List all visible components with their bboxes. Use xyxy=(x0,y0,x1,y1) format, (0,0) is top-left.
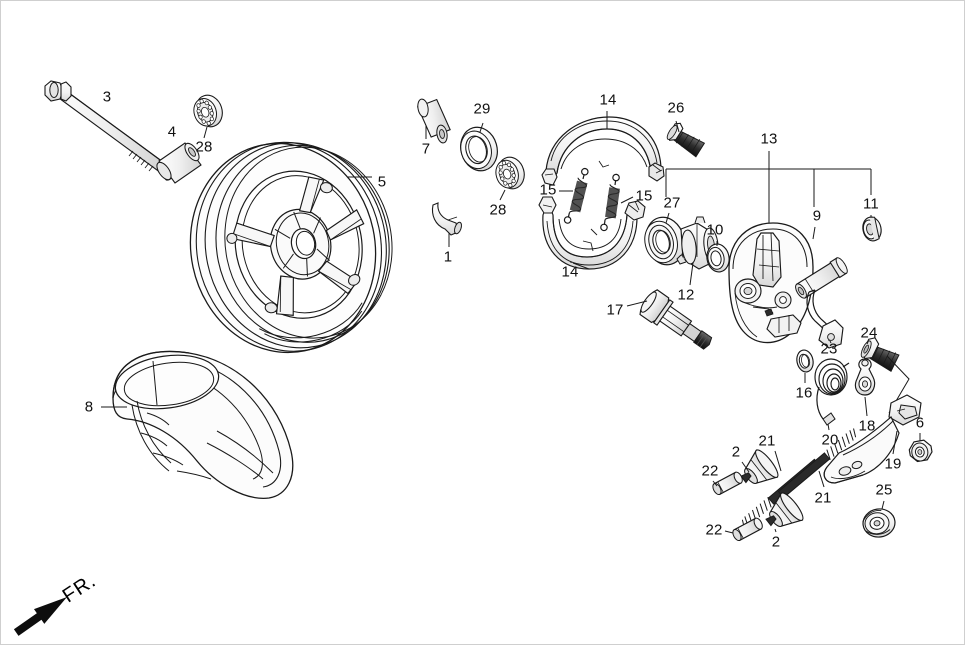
callout-label-27: 27 xyxy=(663,194,681,212)
callout-label-3: 3 xyxy=(102,88,112,106)
part-6-brake-arm-nut xyxy=(908,439,933,463)
part-28-wheel-bearing-right xyxy=(491,153,529,194)
leader-14-lower xyxy=(572,262,590,270)
callout-label-15b: 15 xyxy=(635,187,653,205)
part-17-speedometer-drive-shaft xyxy=(639,289,713,350)
leader-19 xyxy=(892,430,898,455)
callout-label-1: 1 xyxy=(443,248,453,266)
callout-label-18: 18 xyxy=(858,417,876,435)
leader-28-right xyxy=(499,189,506,201)
callout-label-10: 10 xyxy=(706,221,724,239)
part-24-brake-arm-pinch-bolt xyxy=(860,337,900,372)
part-18-wear-indicator-plate xyxy=(854,358,876,396)
part-15-brake-shoe-spring-left xyxy=(563,166,592,227)
callout-label-24: 24 xyxy=(860,324,878,342)
callout-label-4: 4 xyxy=(167,123,177,141)
callout-label-17: 17 xyxy=(606,301,624,319)
leader-22-b xyxy=(724,530,734,534)
leader-21-a xyxy=(774,450,782,472)
part-14-brake-shoe-upper xyxy=(541,116,665,186)
part-14-brake-shoe-lower xyxy=(538,196,646,270)
callout-label-16: 16 xyxy=(795,384,813,402)
leader-29 xyxy=(479,122,484,133)
brake-panel-group-bracket xyxy=(665,151,872,246)
leader-27 xyxy=(665,212,670,224)
part-19-brake-arm xyxy=(823,394,922,484)
leader-21-b xyxy=(818,470,825,488)
callout-label-21a: 21 xyxy=(758,432,776,450)
part-1-tire-valve-stem xyxy=(431,202,462,236)
callout-label-25: 25 xyxy=(875,481,893,499)
callout-label-26: 26 xyxy=(667,99,685,117)
callout-label-14a: 14 xyxy=(599,91,617,109)
leader-9 xyxy=(812,226,816,240)
leader-18 xyxy=(864,396,868,417)
leader-17 xyxy=(626,300,648,307)
callout-label-28a: 28 xyxy=(195,138,213,156)
callout-label-7: 7 xyxy=(421,140,431,158)
part-22-brake-rod-pin-a xyxy=(712,471,743,496)
part-29-hub-oil-seal xyxy=(460,126,498,172)
part-9-brake-cam-shaft xyxy=(795,257,848,299)
callout-label-15a: 15 xyxy=(539,181,557,199)
part-2-brake-adjuster-nut-b xyxy=(765,492,804,528)
part-25-fender-grommet xyxy=(862,508,896,538)
callout-label-8: 8 xyxy=(84,398,94,416)
part-8-rear-fender xyxy=(112,350,294,499)
part-5-rear-wheel-rim xyxy=(189,141,393,354)
part-22-brake-rod-pin-b xyxy=(732,517,763,542)
callout-label-5: 5 xyxy=(377,173,387,191)
leader-22-a xyxy=(712,480,718,487)
direction-arrow-icon xyxy=(13,597,67,636)
callout-label-21b: 21 xyxy=(814,489,832,507)
callout-label-11: 11 xyxy=(863,195,879,213)
callout-label-20: 20 xyxy=(821,431,839,449)
part-23-brake-cable-guide xyxy=(806,289,844,349)
part-20-brake-cam-return-spring xyxy=(814,358,850,426)
part-26-panel-mount-bolt xyxy=(666,122,706,158)
callout-label-9: 9 xyxy=(812,207,822,225)
part-28-wheel-bearing-left xyxy=(189,91,227,132)
callout-label-2a: 2 xyxy=(731,443,741,461)
leader-2-b xyxy=(774,528,777,533)
callout-label-29: 29 xyxy=(473,100,491,118)
front-direction-label: FR. xyxy=(58,569,101,608)
part-2-brake-adjuster-nut-a xyxy=(740,449,779,485)
callout-label-28b: 28 xyxy=(489,201,507,219)
part-4-axle-distance-collar xyxy=(156,142,202,184)
callout-label-13: 13 xyxy=(760,130,778,148)
leader-26 xyxy=(675,120,680,133)
front-direction-marker: FR. xyxy=(19,567,139,627)
callout-label-22b: 22 xyxy=(705,521,723,539)
leader-28-left xyxy=(203,126,208,139)
part-13-rear-brake-panel xyxy=(728,222,814,344)
callout-label-23: 23 xyxy=(820,340,838,358)
callout-label-19: 19 xyxy=(884,455,902,473)
part-16-brake-arm-washer xyxy=(796,349,814,373)
leader-2-a xyxy=(741,461,750,473)
callout-label-22a: 22 xyxy=(701,462,719,480)
part-21-brake-rod-spring-b xyxy=(777,428,857,499)
leader-12 xyxy=(689,262,694,286)
part-11-cam-shaft-bushing xyxy=(862,216,882,242)
callout-label-6: 6 xyxy=(915,414,925,432)
callout-label-14b: 14 xyxy=(561,263,579,281)
callout-label-12: 12 xyxy=(677,286,695,304)
part-27-wheel-hub-bearing xyxy=(644,216,685,266)
callout-label-2b: 2 xyxy=(771,533,781,551)
part-10-brake-cam-dust-seal xyxy=(706,243,730,273)
part-15-brake-shoe-spring-right xyxy=(599,172,623,233)
leader-20 xyxy=(827,423,830,431)
leader-15-right xyxy=(620,196,634,204)
part-7-wheel-side-collar xyxy=(416,98,451,144)
leader-25 xyxy=(881,500,885,510)
